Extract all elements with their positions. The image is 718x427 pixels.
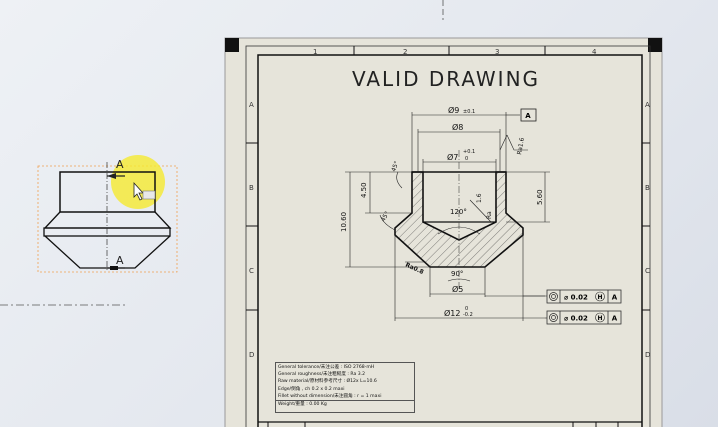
side-view[interactable]: A A (37, 155, 178, 273)
tolerance-modifier: H (597, 294, 602, 301)
tolerance-value: ⌀ 0.02 (564, 294, 588, 302)
dim-d9-tol: ±0.1 (463, 109, 475, 115)
concentricity-icon (549, 313, 558, 322)
dim-d12-tol-low: -0.2 (463, 312, 473, 318)
dim-d7: Ø7 (447, 152, 458, 162)
roughness-top: Ra1.6 (516, 137, 526, 155)
dim-angle-90: 90° (451, 270, 463, 278)
section-label-bottom: A (116, 254, 124, 267)
dim-d7-tol-up: +0.1 (463, 149, 475, 155)
dim-chamfer-45-bottom: 45° (380, 210, 391, 223)
dim-h1060: 10.60 (340, 212, 348, 232)
weight-line: Weight/重量 : 0.00 Kg (276, 400, 414, 408)
general-notes-block[interactable]: General tolerance/未注公差 : ISO 2768-mH Gen… (275, 362, 415, 413)
mouse-cursor-icon (133, 181, 144, 201)
dim-h560: 5.60 (536, 189, 544, 205)
column-label: 1 (313, 48, 317, 56)
dim-d12-tol-up: 0 (465, 306, 468, 312)
row-label: C (249, 267, 254, 275)
dim-d9: Ø9 (448, 105, 459, 115)
dim-d8: Ø8 (452, 122, 463, 132)
outer-border (245, 45, 651, 427)
row-label: B (249, 184, 254, 192)
tolerance-frame[interactable]: ⌀ 0.02 H A (523, 289, 622, 304)
tolerance-modifier: H (597, 315, 602, 322)
tolerance-value: ⌀ 0.02 (564, 315, 588, 323)
column-label: 2 (403, 48, 407, 56)
dim-angle-120: 120° (450, 208, 467, 216)
section-view[interactable]: A Ø9 ±0.1 Ø8 Ø7 +0.1 0 120° 90° Ø5 Ø12 0… (340, 105, 550, 321)
row-label: C (645, 267, 650, 275)
section-label-top: A (116, 158, 124, 171)
note-line: Raw material/原材料参考尺寸 : Ø12x L=10.6 (278, 379, 377, 385)
datum-box (520, 108, 537, 122)
inner-border (257, 54, 643, 427)
note-line: General roughness/未注粗糙度 : Ra 3.2 (278, 372, 366, 378)
datum-label: A (525, 112, 531, 120)
concentricity-icon (549, 292, 558, 301)
row-label: B (645, 184, 650, 192)
tolerance-frame[interactable]: ⌀ 0.02 H A (545, 310, 622, 325)
dim-d5: Ø5 (452, 284, 463, 294)
dimension-lines (345, 112, 550, 321)
tolerance-datum: A (612, 315, 618, 323)
row-label: A (249, 101, 254, 109)
dim-d12: Ø12 (444, 308, 460, 318)
dim-chamfer-45-top: 45° (390, 160, 400, 172)
cursor-tooltip-icon (142, 190, 156, 200)
drawing-title: VALID DRAWING (352, 67, 540, 91)
selection-box (37, 165, 178, 273)
tolerance-datum: A (612, 294, 618, 302)
note-line: Edge/倒角 , ch 0.2 x 0.2 maxi (278, 386, 345, 392)
note-line: Fillet without dimension/未注圆角 : r = 1 ma… (278, 393, 382, 399)
dim-d7-tol-low: 0 (465, 156, 468, 162)
note-line: General tolerance/未注公差 : ISO 2768-mH (278, 365, 375, 370)
row-label: A (645, 101, 650, 109)
row-label: D (249, 351, 254, 359)
row-label: D (645, 351, 650, 359)
column-label: 3 (495, 48, 499, 56)
column-label: 4 (592, 48, 597, 56)
roughness-mid: Ra (486, 211, 493, 219)
roughness-mid-value: 1.6 (476, 193, 483, 203)
dim-h450: 4.50 (360, 182, 368, 198)
